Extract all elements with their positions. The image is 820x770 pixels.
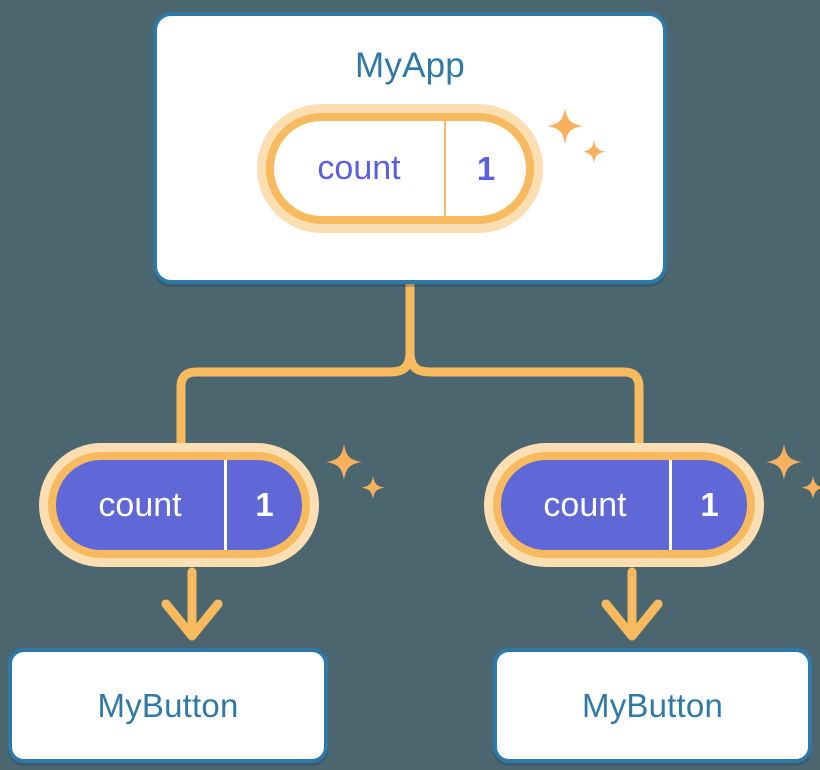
mybutton-card-left[interactable]: MyButton — [8, 648, 328, 763]
sparkle-icon — [766, 444, 820, 500]
state-value: 1 — [444, 121, 526, 216]
child-state-pill-left[interactable]: count 1 — [48, 452, 310, 558]
child-state-pill-right[interactable]: count 1 — [493, 452, 755, 558]
down-arrow-connector — [601, 567, 663, 641]
sparkle-icon — [326, 444, 385, 500]
state-value: 1 — [669, 460, 747, 550]
state-key: count — [98, 485, 182, 524]
mybutton-card-right[interactable]: MyButton — [493, 648, 812, 763]
state-key: count — [317, 149, 401, 187]
state-key: count — [543, 485, 627, 524]
state-capsule: count 1 — [48, 452, 310, 558]
down-arrow-connector — [161, 567, 223, 641]
state-capsule: count 1 — [493, 452, 755, 558]
state-value: 1 — [224, 460, 302, 550]
myapp-title: MyApp — [355, 46, 465, 85]
mybutton-title: MyButton — [582, 686, 723, 724]
myapp-state-pill[interactable]: count 1 — [266, 113, 534, 224]
mybutton-title: MyButton — [97, 686, 239, 724]
tree-branch-connector — [176, 279, 644, 457]
state-capsule: count 1 — [266, 113, 534, 224]
